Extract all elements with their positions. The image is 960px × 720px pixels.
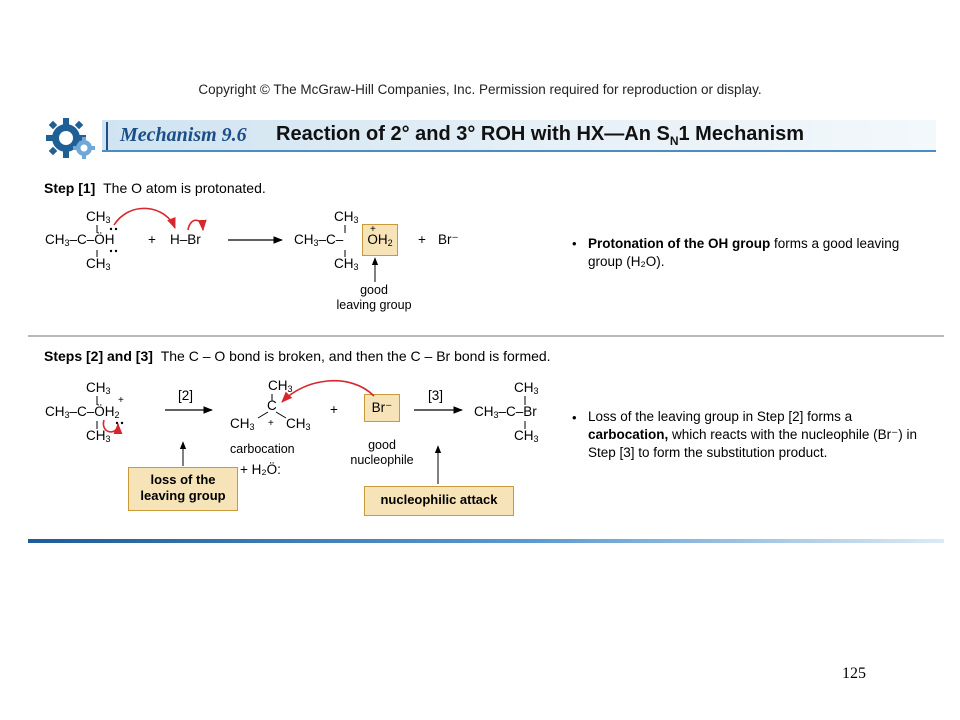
title-band xyxy=(102,120,936,150)
step1-product-top-methyl: CH3 xyxy=(334,209,359,225)
step1-product-main-chain: CH3–C– xyxy=(294,232,344,248)
bond xyxy=(257,411,269,419)
copyright-notice: Copyright © The McGraw-Hill Companies, I… xyxy=(198,82,762,97)
step-divider xyxy=(28,335,944,337)
hbr-molecule: H–Br xyxy=(170,232,201,247)
step1-reactant-bottom-methyl: CH3 xyxy=(86,256,111,272)
step1-reactant-top-methyl: CH3 xyxy=(86,209,111,225)
mechanism-title-bar: Mechanism 9.6 Reaction of 2° and 3° ROH … xyxy=(24,116,936,159)
step1-product-bottom-methyl: CH3 xyxy=(334,256,359,272)
step23-heading: Steps [2] and [3] The C – O bond is brok… xyxy=(44,348,551,364)
carbocation-left-methyl: CH3 xyxy=(230,416,255,432)
gear-icon xyxy=(46,118,95,159)
arrow-step3-label: [3] xyxy=(428,388,444,403)
good-leaving-group-label: good leaving group xyxy=(336,283,412,312)
bromide-nucleophile-highlight: Br⁻ xyxy=(364,394,400,422)
bottom-rule xyxy=(28,539,944,543)
curved-arrow-o-to-h xyxy=(113,207,176,230)
step23-reactant-top-methyl: CH3 xyxy=(86,380,111,396)
step1-explanation: Protonation of the OH group forms a good… xyxy=(588,236,900,269)
bullet: • xyxy=(572,410,577,425)
step23-plus-sign: + xyxy=(330,402,338,417)
mechanism-number: Mechanism 9.6 xyxy=(120,124,247,146)
positive-charge: + xyxy=(268,418,274,429)
carbocation-right-methyl: CH3 xyxy=(286,416,311,432)
carbocation-center: C xyxy=(267,398,277,413)
step1-plus-sign-2: + xyxy=(418,232,426,247)
curved-arrow-hbr-bond xyxy=(187,219,207,232)
mechanism-title: Reaction of 2° and 3° ROH with HX—An SN1… xyxy=(276,123,805,148)
loss-of-leaving-group-callout: loss of the leaving group xyxy=(128,467,238,511)
bromide-ion: Br⁻ xyxy=(438,232,459,247)
title-separator xyxy=(106,122,108,150)
carbocation-top-methyl: CH3 xyxy=(268,378,293,394)
carbocation-label: carbocation xyxy=(230,442,295,456)
step23-explanation: Loss of the leaving group in Step [2] fo… xyxy=(588,409,918,460)
positive-charge: + xyxy=(370,224,376,235)
step23-reactant-main-chain: CH3–C–ÖH2 xyxy=(45,404,120,420)
step1-heading: Step [1] The O atom is protonated. xyxy=(44,180,266,196)
bond xyxy=(275,411,287,419)
oxonium-group-highlight: OH2 xyxy=(362,224,398,256)
step23-reactant-bottom-methyl: CH3 xyxy=(86,428,111,444)
final-product-main-chain: CH3–C–Br xyxy=(474,404,537,420)
page-number: 125 xyxy=(842,665,866,682)
final-product-bottom-methyl: CH3 xyxy=(514,428,539,444)
water-molecule: + H₂Ö: xyxy=(240,462,281,477)
title-rule xyxy=(102,150,936,152)
lone-pair-dots xyxy=(109,227,118,253)
bullet: • xyxy=(572,236,577,251)
arrow-step2-label: [2] xyxy=(178,388,194,403)
positive-charge: + xyxy=(118,395,124,406)
final-product-top-methyl: CH3 xyxy=(514,380,539,396)
nucleophilic-attack-callout: nucleophilic attack xyxy=(364,486,514,516)
curved-arrow-bond-breaking xyxy=(102,419,123,435)
step1-plus-sign: + xyxy=(148,232,156,247)
curved-arrow-nucleophile xyxy=(281,379,375,403)
lone-pair-dots xyxy=(115,421,124,425)
good-nucleophile-label: good nucleophile xyxy=(350,438,414,467)
step1-reactant-main-chain: CH3–C–ÖH xyxy=(45,232,115,248)
